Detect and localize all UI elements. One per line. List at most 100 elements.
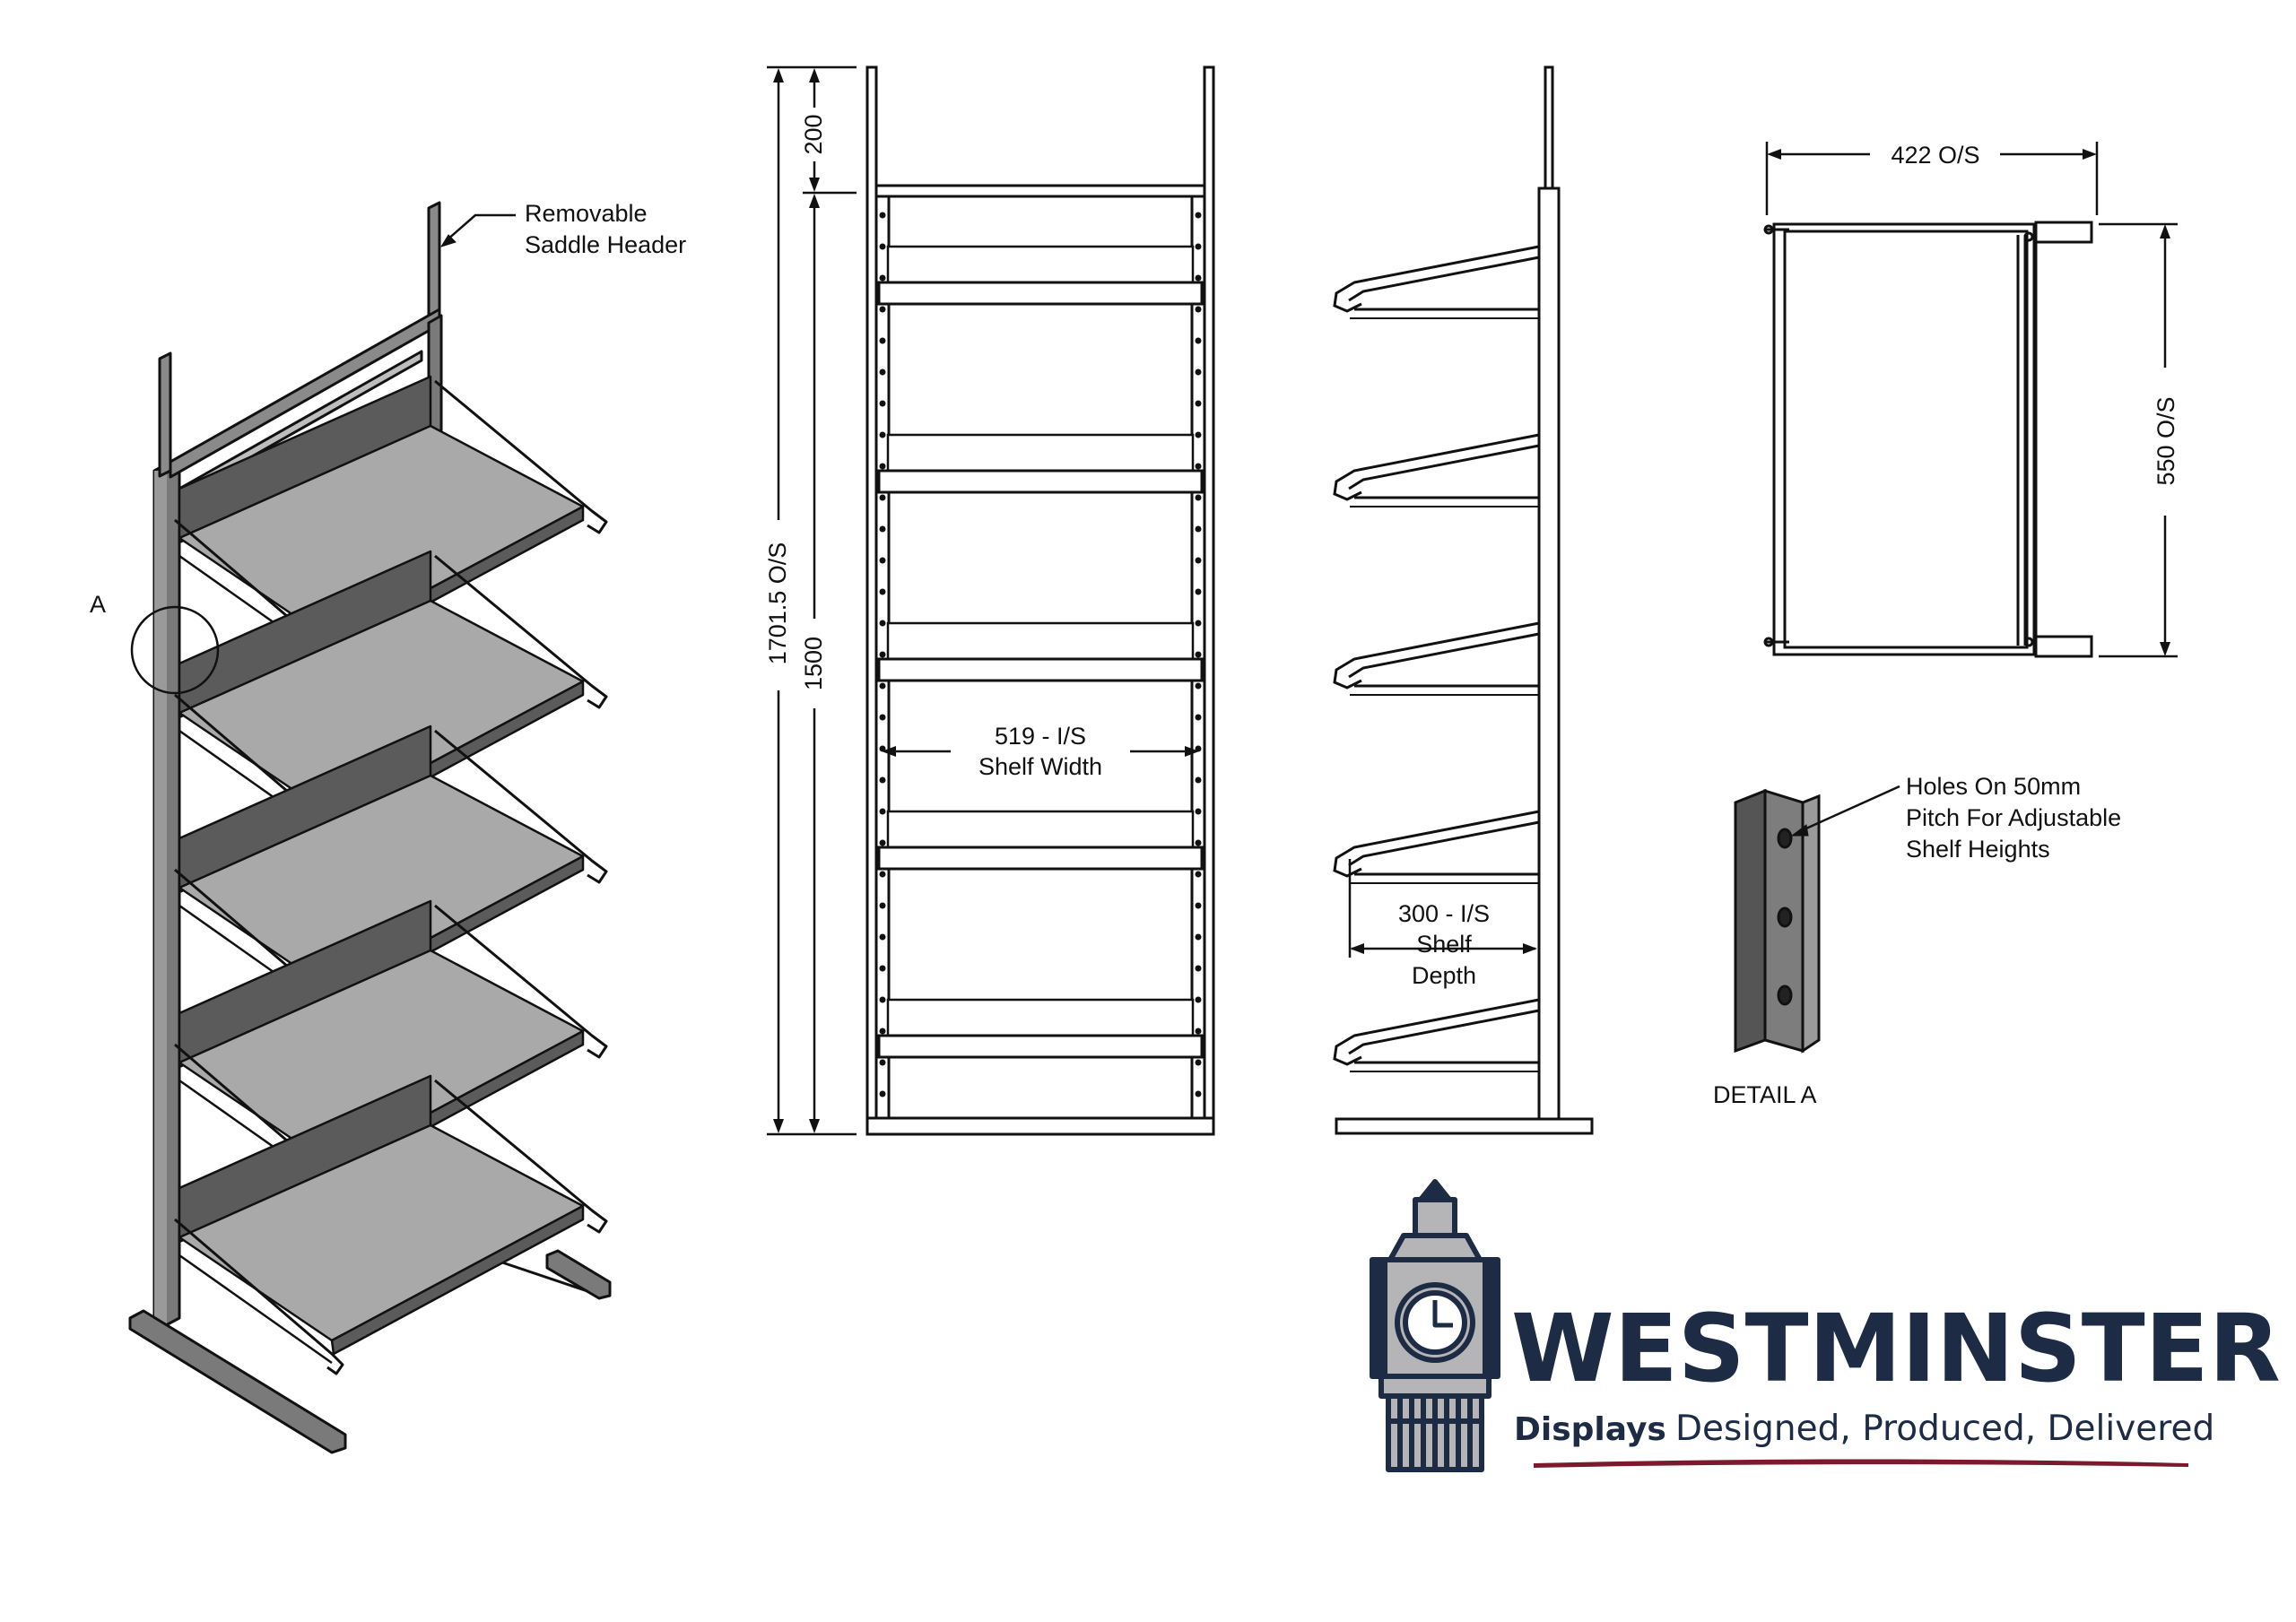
top-frame-inner: [1783, 230, 2029, 649]
iso-shelf-lip: [330, 1204, 585, 1356]
iso-bracket-right: [434, 554, 608, 709]
front-hole-left: [879, 525, 886, 533]
front-base: [865, 1116, 1215, 1136]
label-removable-line2: Saddle Header: [525, 231, 686, 258]
detail-post-lip: [1801, 794, 1821, 1054]
front-hole-left: [879, 808, 886, 815]
front-hole-right: [1195, 369, 1202, 376]
front-hole-left: [879, 1059, 886, 1066]
big-ben-clock-tower-icon: [1370, 1179, 1500, 1472]
side-bracket-arm: [1333, 810, 1540, 878]
front-hole-left: [879, 1028, 886, 1035]
front-hole-left: [879, 965, 886, 972]
isometric-view: [128, 201, 612, 1454]
front-hole-right: [1195, 1028, 1202, 1035]
front-shelf-back: [886, 998, 1195, 1037]
detail-hole-1: [1777, 828, 1793, 849]
label-depth-line1: 300 - I/S: [1398, 900, 1490, 927]
front-hole-right: [1195, 902, 1202, 909]
front-shelf-4: [877, 810, 1204, 871]
front-shelves: [877, 245, 1204, 1059]
detail-hole-2: [1777, 906, 1793, 928]
front-shelf-2: [877, 433, 1204, 494]
label-depth-line3: Depth: [1412, 962, 1476, 989]
front-hole-right: [1195, 1059, 1202, 1066]
side-upright: [1537, 186, 1561, 1123]
front-hole-left: [879, 588, 886, 595]
front-shelf-back: [886, 433, 1195, 473]
front-header-bar: [874, 184, 1206, 198]
front-shelf-lip: [877, 657, 1204, 682]
front-shelf-back: [886, 245, 1195, 284]
front-post-face: [154, 471, 167, 1331]
iso-bracket-left: [174, 1218, 344, 1375]
label-dim-1500: 1500: [800, 637, 827, 690]
top-bracket-upper: [2034, 221, 2093, 244]
front-shelf-3: [877, 621, 1204, 682]
front-hole-left: [879, 212, 886, 219]
top-bracket-lower: [2034, 635, 2093, 658]
iso-bracket-right: [434, 1079, 608, 1234]
iso-bracket-brace: [178, 1253, 333, 1365]
front-hole-right: [1195, 557, 1202, 564]
detail-hole-3: [1777, 984, 1793, 1006]
rear-foot: [545, 1249, 612, 1300]
front-hole-right: [1195, 651, 1202, 658]
front-hole-left: [879, 839, 886, 846]
label-removable-line1: Removable: [525, 200, 648, 227]
front-shelf-lip: [877, 469, 1204, 494]
side-bracket-arm-inner: [1348, 256, 1540, 302]
front-foot: [128, 1309, 347, 1454]
front-hole-right: [1195, 996, 1202, 1003]
front-hole-left: [879, 306, 886, 313]
front-hole-right: [1195, 682, 1202, 690]
logo-underline: [1534, 1459, 2188, 1468]
removable-arrowhead: [440, 234, 457, 247]
front-hole-left: [879, 1090, 886, 1097]
front-hole-left: [879, 651, 886, 658]
label-dim-550: 550 O/S: [2152, 396, 2179, 485]
side-bracket-2: [1333, 433, 1540, 507]
label-width-line2: Shelf Width: [978, 753, 1102, 780]
front-hole-left: [879, 745, 886, 752]
front-hole-right: [1195, 337, 1202, 344]
holes-leader: [1797, 785, 1900, 834]
front-hole-left: [879, 776, 886, 784]
side-brackets: [1333, 245, 1540, 1072]
detail-a-circle: [130, 605, 220, 695]
iso-shelf-surface: [178, 1123, 585, 1342]
front-hole-right: [1195, 431, 1202, 438]
side-bracket-3: [1333, 621, 1540, 696]
front-hole-right: [1195, 525, 1202, 533]
front-view: [865, 65, 1215, 1136]
front-hole-left: [879, 871, 886, 878]
logo-tagline: Designed, Produced, Delivered: [1675, 1409, 2214, 1449]
front-hole-right: [1195, 808, 1202, 815]
side-bracket-arm: [1333, 245, 1540, 313]
front-hole-left: [879, 682, 886, 690]
front-shelf-back: [886, 810, 1195, 849]
side-bracket-4: [1333, 810, 1540, 884]
label-dim-1701: 1701.5 O/S: [764, 542, 791, 665]
front-dimensions: [767, 65, 1199, 1136]
iso-bracket-right: [434, 904, 608, 1059]
side-bracket-arm: [1333, 621, 1540, 690]
detail-post-left-face: [1734, 788, 1767, 1054]
side-view: [1333, 65, 1594, 1135]
label-detail-a: DETAIL A: [1713, 1081, 1817, 1108]
front-hole-right: [1195, 933, 1202, 941]
front-hole-right: [1195, 588, 1202, 595]
front-hole-left: [879, 557, 886, 564]
front-hole-right: [1195, 714, 1202, 721]
front-hole-right: [1195, 620, 1202, 627]
logo-sub: Displays: [1514, 1411, 1666, 1448]
header-post-left: [158, 351, 172, 478]
front-hole-right: [1195, 494, 1202, 501]
front-hole-left: [879, 494, 886, 501]
front-hole-right: [1195, 274, 1202, 282]
label-holes-line2: Pitch For Adjustable: [1906, 804, 2121, 831]
side-bracket-arm-inner: [1348, 1009, 1540, 1055]
side-bracket-5: [1333, 998, 1540, 1072]
front-hole-right: [1195, 965, 1202, 972]
